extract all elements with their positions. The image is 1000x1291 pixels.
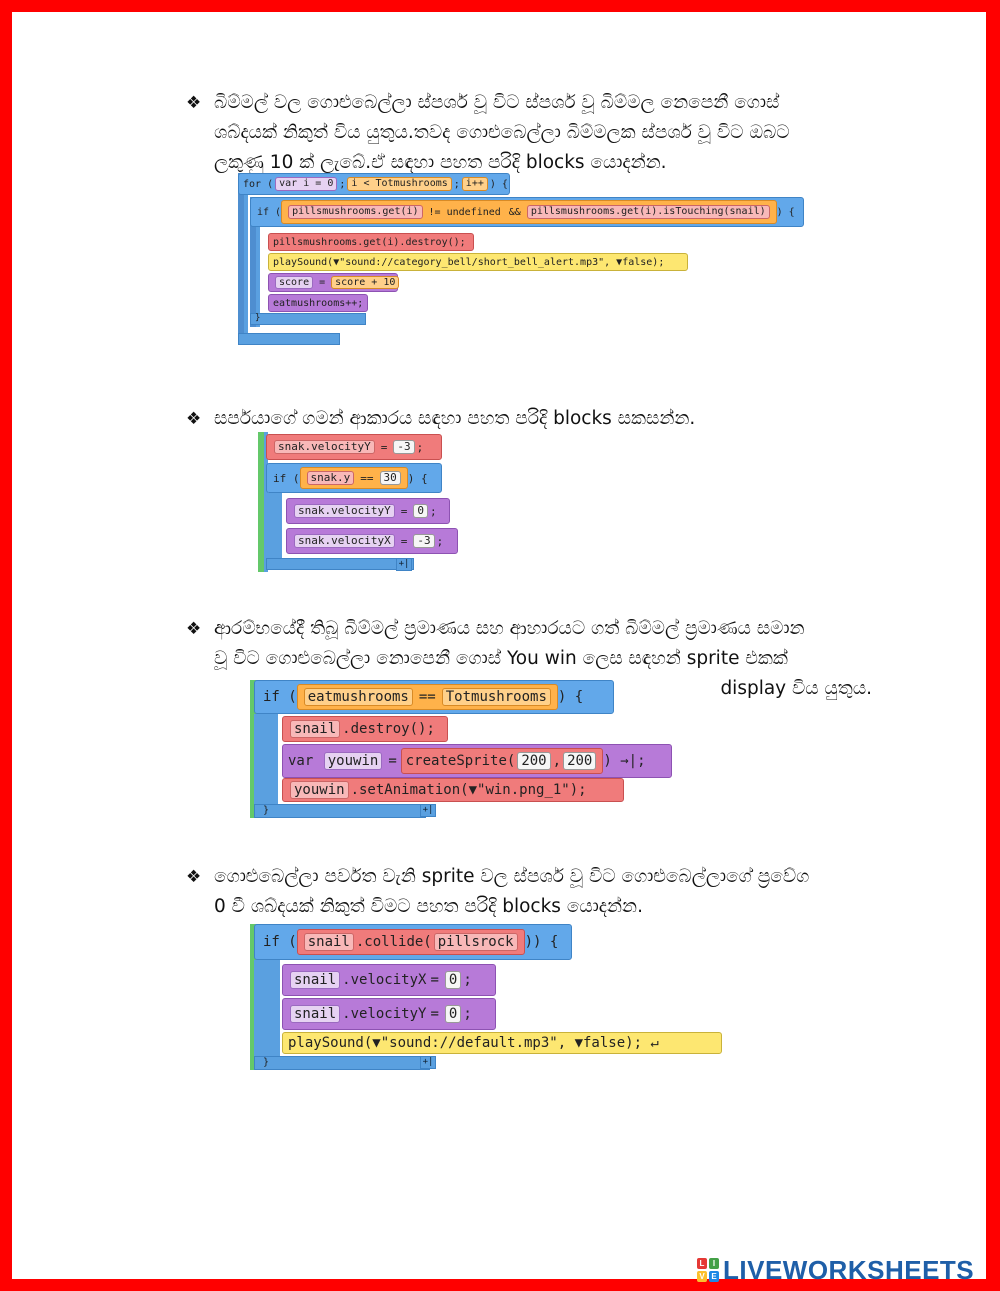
snail-velocity-y-block: snail.velocityY = 0;	[282, 998, 496, 1030]
if-snak-body	[266, 493, 282, 563]
bullet-icon: ❖	[186, 867, 202, 887]
eat-increment-block: eatmushrooms++;	[268, 294, 368, 312]
instruction-3: ❖ ආරම්භයේදී තිබූ බිම්මල් ප්‍රමාණය සහ ආහා…	[186, 614, 886, 704]
code-block-rock-collide: if ( snail.collide(pillsrock )) { snail.…	[250, 924, 725, 1070]
velocity-y-zero-block: snak.velocityY = 0;	[286, 498, 450, 524]
velocity-y-set-block: snak.velocityY = -3;	[266, 434, 442, 460]
instruction-1-line-1: බිම්මල් වල ගොළුබෙල්ලා ස්පර්ශ වූ විට ස්පර…	[214, 92, 780, 113]
add-block-button[interactable]: +|	[420, 804, 436, 817]
bullet-icon: ❖	[186, 409, 202, 429]
destroy-block: pillsmushrooms.get(i).destroy();	[268, 233, 474, 251]
if-snak-footer	[266, 558, 414, 570]
snail-destroy-block: snail.destroy();	[282, 716, 448, 742]
if-eat-body	[254, 714, 278, 804]
instruction-3-line-3: display විය යුතුය.	[720, 678, 872, 699]
for-header: for ( var i = 0; i < Totmushrooms; i++ )…	[238, 173, 510, 195]
for-loop-container	[238, 173, 248, 345]
instruction-4: ❖ ගොළුබෙල්ලා පර්වත වැනි sprite වල ස්පර්ශ…	[186, 862, 886, 922]
instruction-2-line-1: සර්පයාගේ ගමන් ආකාරය සඳහා පහත පරිදි block…	[214, 408, 696, 429]
add-block-button[interactable]: +|	[420, 1056, 436, 1069]
for-footer	[238, 333, 340, 345]
if-eat-header: if ( eatmushrooms == Totmushrooms ) {	[254, 680, 614, 714]
bullet-icon: ❖	[186, 93, 202, 113]
instruction-1-line-3: ලකුණු 10 ක් ලැබේ.ඒ සඳහා පහත පරිදි blocks…	[214, 152, 667, 173]
play-default-sound-block: playSound(▼"sound://default.mp3", ▼false…	[282, 1032, 722, 1054]
if-container	[250, 197, 260, 327]
instruction-4-line-1: ගොළුබෙල්ලා පර්වත වැනි sprite වල ස්පර්ශ ව…	[214, 866, 810, 887]
if-eat-footer: }	[254, 804, 426, 818]
code-block-for-loop: for ( var i = 0; i < Totmushrooms; i++ )…	[238, 173, 808, 345]
add-block-button[interactable]: +|	[396, 558, 412, 571]
if-collide-body	[254, 960, 280, 1056]
velocity-x-block: snak.velocityX = -3;	[286, 528, 458, 554]
snail-velocity-x-block: snail.velocityX = 0;	[282, 964, 496, 996]
if-collide-footer: }	[254, 1056, 430, 1070]
play-sound-block: playSound(▼"sound://category_bell/short_…	[268, 253, 688, 271]
bullet-icon: ❖	[186, 619, 202, 639]
snake-container	[258, 432, 268, 572]
if-header: if ( pillsmushrooms.get(i) != undefined …	[250, 197, 804, 227]
logo-text: LIVEWORKSHEETS	[723, 1254, 975, 1285]
logo-letter-l: L	[697, 1258, 707, 1269]
instruction-1-line-2: ශබ්දයක් නිකුත් විය යුතුය.තවද ගොළුබෙල්ලා …	[214, 122, 790, 143]
set-animation-block: youwin.setAnimation(▼"win.png_1");	[282, 778, 624, 802]
logo-letter-i: I	[709, 1258, 719, 1269]
logo-letter-v: V	[697, 1271, 707, 1282]
liveworksheets-mark-icon: L I V E	[697, 1258, 719, 1282]
liveworksheets-logo: L I V E LIVEWORKSHEETS	[697, 1255, 974, 1285]
code-block-you-win: if ( eatmushrooms == Totmushrooms ) { sn…	[250, 680, 675, 818]
instruction-2: ❖ සර්පයාගේ ගමන් ආකාරය සඳහා පහත පරිදි blo…	[186, 404, 886, 434]
instruction-3-line-1: ආරම්භයේදී තිබූ බිම්මල් ප්‍රමාණය සහ ආහාරය…	[214, 618, 805, 639]
instruction-3-line-2: වූ විට ගොළුබෙල්ලා නොපෙනී ගොස් You win ලෙ…	[214, 648, 788, 669]
logo-letter-e: E	[709, 1271, 719, 1282]
code-block-snake: snak.velocityY = -3; if ( snak.y == 30 )…	[258, 432, 460, 572]
instruction-1: ❖ බිම්මල් වල ගොළුබෙල්ලා ස්පර්ශ වූ විට ස්…	[186, 88, 886, 178]
if-snak-y-header: if ( snak.y == 30 ) {	[266, 463, 442, 493]
if-footer: }	[250, 313, 366, 325]
if-collide-header: if ( snail.collide(pillsrock )) {	[254, 924, 572, 960]
score-block: score = score + 10	[268, 273, 400, 292]
create-sprite-block: var youwin = createSprite(200, 200 ) →|;	[282, 744, 672, 778]
instruction-4-line-2: 0 වී ශබ්දයක් නිකුත් විමට පහත පරිදි block…	[214, 896, 643, 917]
